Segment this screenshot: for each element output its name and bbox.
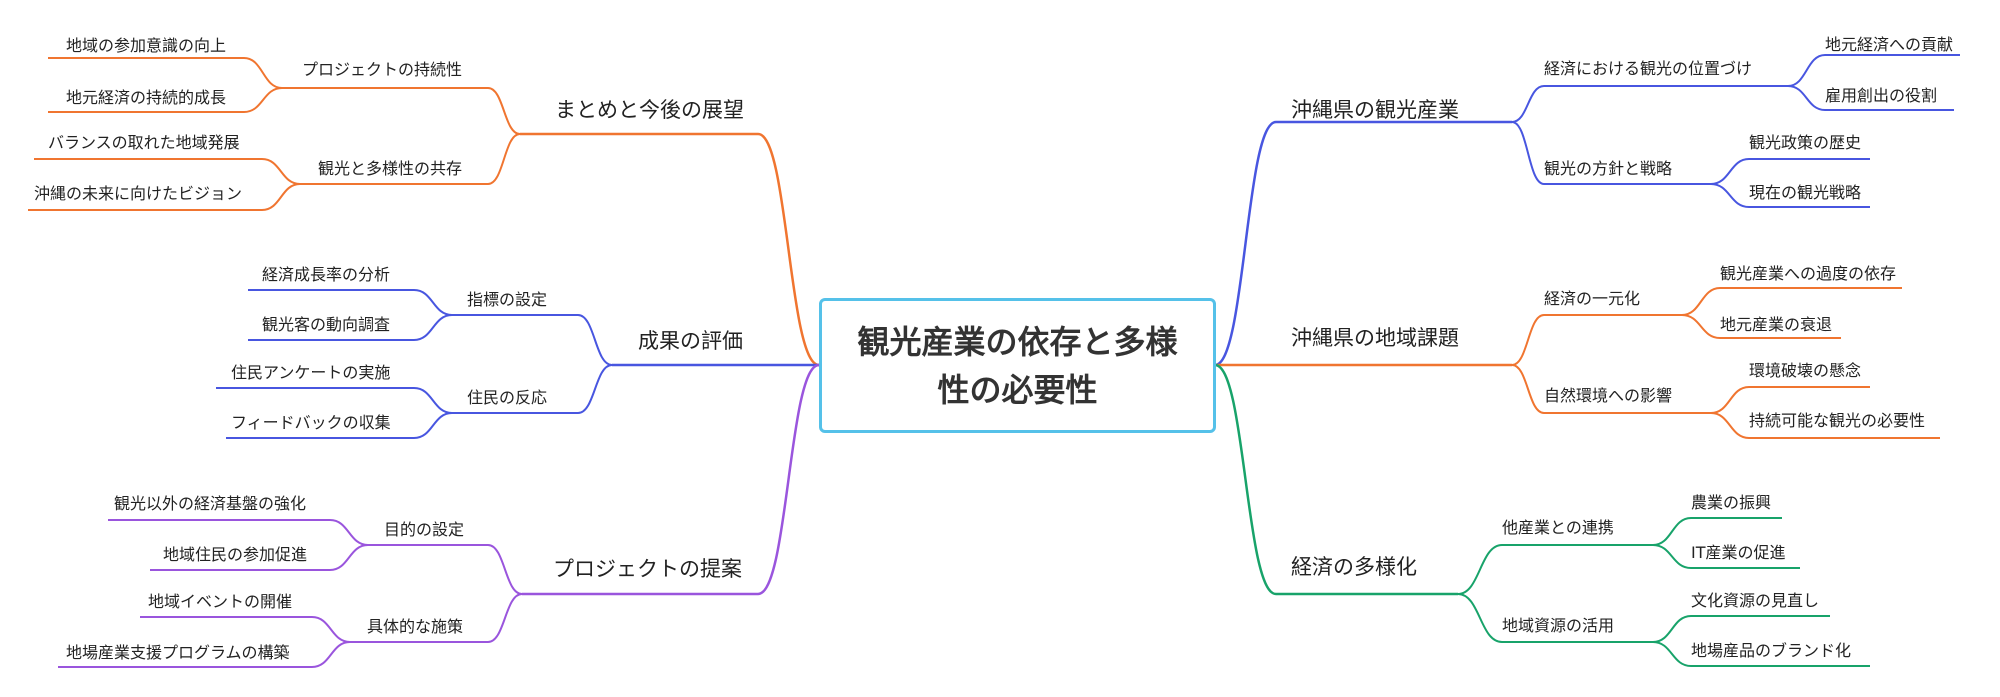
leaf-local-branding[interactable]: 地場産品のブランド化 [1691, 641, 1852, 660]
edge-to-participation-awareness [243, 57, 283, 89]
leaf-participation-awareness[interactable]: 地域の参加意識の向上 [66, 36, 227, 55]
edge-to-industry-collaboration [1457, 544, 1503, 595]
edge-to-local-branding [1652, 641, 1692, 667]
central-topic-label: 観光産業の依存と多様性の必要性 [857, 322, 1178, 409]
edge-to-environment-destruction [1710, 386, 1750, 414]
subtopic-resident-reaction[interactable]: 住民の反応 [467, 388, 548, 407]
leaf-sustainable-tourism[interactable]: 持続可能な観光の必要性 [1749, 411, 1926, 430]
subtopic-indicator-setting[interactable]: 指標の設定 [467, 290, 548, 309]
leaf-over-dependence[interactable]: 観光産業への過度の依存 [1720, 264, 1897, 283]
branch-diversification[interactable]: 経済の多様化 [1291, 555, 1417, 579]
edge-central-to-summary [757, 132, 820, 367]
edge-to-environment-impact [1511, 364, 1545, 414]
subtopic-concrete-measures[interactable]: 具体的な施策 [367, 617, 464, 636]
branch-okinawa-tourism[interactable]: 沖縄県の観光産業 [1291, 98, 1459, 122]
subtopic-coexistence[interactable]: 観光と多様性の共存 [318, 159, 463, 178]
edge-to-balanced-development [261, 158, 301, 185]
edge-to-job-creation [1787, 85, 1826, 111]
edge-to-agriculture [1652, 517, 1692, 546]
edge-to-sustainable-tourism [1710, 412, 1750, 439]
edge-to-current-strategy [1710, 183, 1750, 208]
leaf-future-vision[interactable]: 沖縄の未来に向けたビジョン [34, 184, 243, 203]
edge-to-local-events [311, 616, 351, 643]
branch-proposal[interactable]: プロジェクトの提案 [553, 557, 742, 581]
edge-to-over-dependence [1681, 287, 1721, 316]
edge-to-future-vision [261, 183, 301, 211]
subtopic-environment-impact[interactable]: 自然環境への影響 [1544, 386, 1673, 405]
leaf-policy-history[interactable]: 観光政策の歴史 [1749, 133, 1862, 152]
edge-to-economic-centralization [1511, 314, 1545, 366]
edge-to-local-resources [1457, 593, 1503, 643]
subtopic-project-sustainability[interactable]: プロジェクトの持続性 [302, 60, 463, 79]
leaf-resident-participation[interactable]: 地域住民の参加促進 [163, 545, 308, 564]
leaf-industry-support-program[interactable]: 地場産業支援プログラムの構築 [66, 643, 290, 662]
edge-to-cultural-resources [1652, 615, 1692, 643]
edge-to-policy-history [1710, 158, 1750, 185]
edge-to-indicator-setting [577, 314, 613, 366]
subtopic-local-resources[interactable]: 地域資源の活用 [1502, 616, 1615, 635]
branch-evaluation[interactable]: 成果の評価 [638, 329, 743, 353]
edge-central-to-diversification [1214, 363, 1277, 596]
leaf-agriculture[interactable]: 農業の振興 [1691, 493, 1772, 512]
edge-to-growth-analysis [413, 289, 453, 316]
edge-to-resident-reaction [577, 364, 613, 414]
subtopic-economic-centralization[interactable]: 経済の一元化 [1544, 289, 1641, 308]
branch-regional-issues[interactable]: 沖縄県の地域課題 [1291, 326, 1459, 350]
edge-central-to-proposal [757, 363, 820, 596]
edge-to-it-industry [1652, 544, 1692, 569]
edge-to-feedback-collection [413, 412, 453, 439]
edge-to-industry-support-program [311, 641, 351, 668]
leaf-economic-base[interactable]: 観光以外の経済基盤の強化 [114, 494, 307, 513]
leaf-resident-survey[interactable]: 住民アンケートの実施 [231, 363, 391, 382]
edge-to-goal-setting [487, 544, 523, 595]
edge-to-tourism-policy [1511, 121, 1545, 185]
edge-to-concrete-measures [487, 593, 523, 643]
edge-to-coexistence [487, 133, 521, 185]
subtopic-goal-setting[interactable]: 目的の設定 [384, 520, 465, 539]
edge-to-project-sustainability [487, 87, 521, 135]
edge-to-local-economy-contribution [1787, 54, 1826, 87]
leaf-cultural-resources[interactable]: 文化資源の見直し [1691, 591, 1820, 610]
subtopic-industry-collaboration[interactable]: 他産業との連携 [1502, 518, 1614, 537]
edge-to-economy-position [1511, 85, 1545, 123]
leaf-local-industry-decline[interactable]: 地元産業の衰退 [1720, 315, 1833, 334]
edge-to-sustainable-growth [243, 87, 283, 113]
leaf-job-creation[interactable]: 雇用創出の役割 [1825, 86, 1938, 105]
leaf-local-economy-contribution[interactable]: 地元経済への貢献 [1825, 35, 1954, 54]
leaf-it-industry[interactable]: IT産業の促進 [1691, 543, 1786, 562]
subtopic-economy-position[interactable]: 経済における観光の位置づけ [1544, 59, 1753, 78]
edge-to-economic-base [329, 519, 369, 546]
edge-to-resident-survey [413, 387, 453, 414]
leaf-current-strategy[interactable]: 現在の観光戦略 [1749, 183, 1862, 202]
edge-central-to-okinawa-tourism [1214, 120, 1277, 367]
central-topic[interactable]: 観光産業の依存と多様性の必要性 [819, 298, 1216, 433]
edge-to-tourist-trend [413, 314, 453, 341]
leaf-sustainable-growth[interactable]: 地元経済の持続的成長 [66, 88, 227, 107]
leaf-feedback-collection[interactable]: フィードバックの収集 [231, 413, 391, 432]
leaf-environment-destruction[interactable]: 環境破壊の懸念 [1749, 361, 1862, 380]
branch-summary[interactable]: まとめと今後の展望 [555, 98, 744, 122]
leaf-growth-analysis[interactable]: 経済成長率の分析 [262, 265, 391, 284]
edge-to-local-industry-decline [1681, 314, 1721, 339]
subtopic-tourism-policy[interactable]: 観光の方針と戦略 [1544, 159, 1673, 178]
leaf-local-events[interactable]: 地域イベントの開催 [148, 592, 293, 611]
leaf-balanced-development[interactable]: バランスの取れた地域発展 [48, 133, 240, 152]
leaf-tourist-trend[interactable]: 観光客の動向調査 [262, 315, 391, 334]
edge-to-resident-participation [329, 544, 369, 571]
